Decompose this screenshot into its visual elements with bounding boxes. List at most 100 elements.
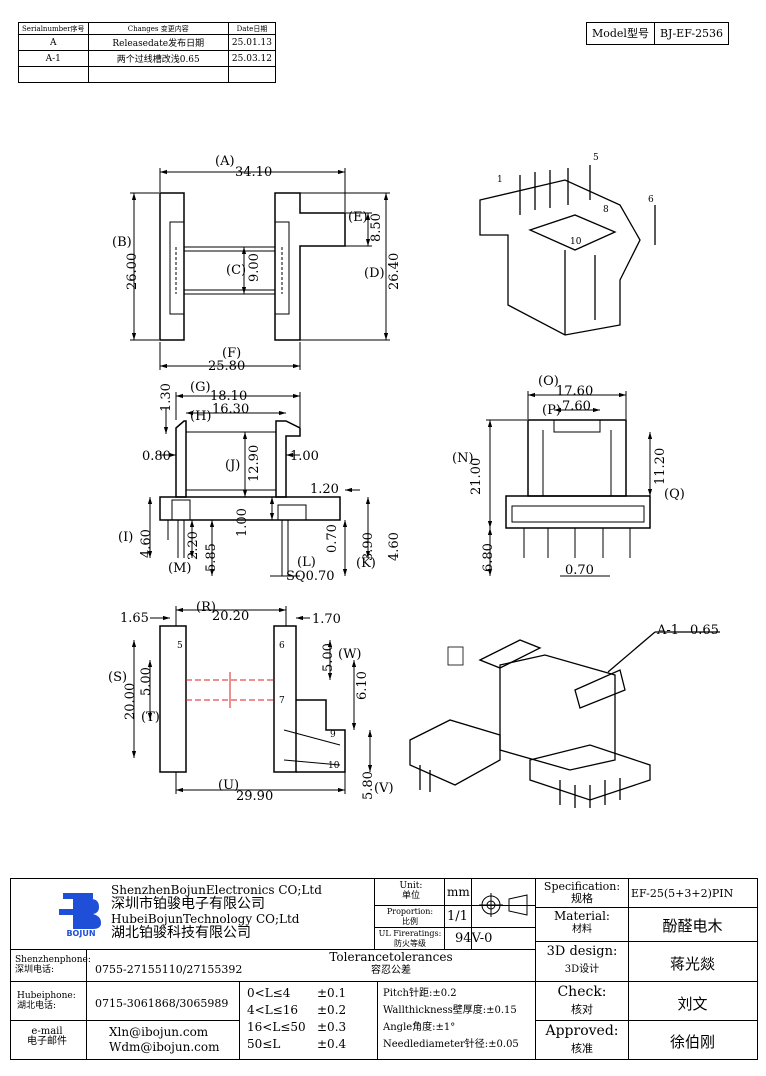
tol-angle: Angle角度:±1° xyxy=(383,1022,456,1033)
material-label: Material: 材料 xyxy=(537,909,627,937)
material-value: 酚醛电木 xyxy=(662,917,723,935)
pin-number: 9 xyxy=(330,730,336,740)
bottom-view xyxy=(131,606,373,794)
check-label-en: Check: xyxy=(557,984,607,1000)
dim-C-label: (C) xyxy=(226,263,246,278)
email-label-en: e-mail xyxy=(31,1026,63,1037)
pin-number: 5 xyxy=(177,641,183,651)
dim-L-value: SQ0.70 xyxy=(286,569,335,584)
unit-label: Unit: 单位 xyxy=(381,881,441,901)
spec-label-en: Specification: xyxy=(543,880,621,893)
side-view xyxy=(486,391,653,577)
dim-4-60b: 4.60 xyxy=(387,532,402,561)
email-1: Xln@ibojun.com xyxy=(109,1025,209,1039)
design-label: 3D design: 3D设计 xyxy=(537,943,627,979)
dim-T-value: 5.00 xyxy=(139,667,154,696)
dim-V-label: (V) xyxy=(374,781,394,796)
dim-O-value: 17.60 xyxy=(556,384,593,399)
sz-phone-value: 0755-27155110/27155392 xyxy=(95,963,243,976)
dim-H-value: 16.30 xyxy=(212,402,249,417)
pin-number: 5 xyxy=(593,153,599,163)
hb-phone-value: 0715-3061868/3065989 xyxy=(95,997,229,1010)
material-label-cn: 材料 xyxy=(572,924,592,935)
dim-K-label: (K) xyxy=(356,556,376,571)
spec-label: Specification: 规格 xyxy=(537,881,627,905)
hb-phone-label: Hubeiphone: 湖北电话: xyxy=(17,991,76,1011)
tolerance-notes: Pitch针距:±0.2 Wallthickness壁厚度:±0.15 Angl… xyxy=(383,985,519,1053)
unit-label-cn: 单位 xyxy=(401,891,420,901)
proportion-value: 1/1 xyxy=(447,909,468,924)
sz-phone-label: Shenzhenphone: 深圳电话: xyxy=(15,955,91,975)
dim-K-value: 3.90 xyxy=(361,532,376,561)
drawing-canvas: (A) 34.10 (B) 26.00 (C) 9.00 (D) 26.40 (… xyxy=(108,153,720,808)
dim-G-value: 18.10 xyxy=(210,389,247,404)
dim-C-value: 9.00 xyxy=(247,253,262,282)
dim-J-label: (J) xyxy=(225,458,240,473)
hb-phone-label-cn: 湖北电话: xyxy=(17,1001,57,1011)
dim-0-70: 0.70 xyxy=(325,524,340,553)
dim-P-value: 7.60 xyxy=(562,399,591,414)
tol-wall: Wallthickness壁厚度:±0.15 xyxy=(383,1005,517,1016)
pin-number: 6 xyxy=(279,641,285,651)
model-box: Model型号 BJ-EF-2536 xyxy=(586,22,730,45)
dim-V-value: 5.80 xyxy=(361,771,376,800)
check-value: 刘文 xyxy=(677,995,708,1013)
dim-1-65: 1.65 xyxy=(120,611,149,626)
email-2: Wdm@ibojun.com xyxy=(109,1040,220,1054)
ul-label: UL Fireratings: 防火等级 xyxy=(377,929,443,949)
dim-1-70: 1.70 xyxy=(312,612,341,627)
dim-1-30: 1.30 xyxy=(159,383,174,412)
dim-A-value: 34.10 xyxy=(235,165,272,180)
dim-R-label: (R) xyxy=(196,600,216,615)
ul-value: 94V-0 xyxy=(455,931,493,946)
dim-U-value: 29.90 xyxy=(236,789,273,804)
dim-A-label: (A) xyxy=(215,154,235,169)
model-value: BJ-EF-2536 xyxy=(653,23,728,44)
logo-text: BOJUN xyxy=(66,929,96,938)
tol-value: ±0.4 xyxy=(317,1037,347,1051)
dim-0-80: 0.80 xyxy=(142,449,171,464)
dim-N-value: 21.00 xyxy=(469,458,484,495)
dim-1-00b: 1.00 xyxy=(235,508,250,537)
tol-range: 16<L≤50 xyxy=(247,1020,306,1034)
tol-value: ±0.3 xyxy=(317,1020,347,1034)
company-logo: BOJUN xyxy=(59,891,103,941)
tolerance-header-en: Tolerancetolerances xyxy=(329,950,453,964)
dim-F-value: 25.80 xyxy=(208,359,245,374)
tol-value: ±0.2 xyxy=(317,1003,347,1017)
tol-pitch: Pitch针距:±0.2 xyxy=(383,988,457,999)
pin-number: 10 xyxy=(328,761,340,771)
hb-phone-label-en: Hubeiphone: xyxy=(17,991,76,1001)
material-label-en: Material: xyxy=(554,909,610,923)
dim-I-value: 4.60 xyxy=(139,529,154,558)
approved-label-en: Approved: xyxy=(545,1023,619,1039)
dim-11-20: 11.20 xyxy=(653,448,668,485)
company-cn-1: 深圳市铂骏电子有限公司 xyxy=(111,896,265,912)
pin-number: 8 xyxy=(603,205,609,215)
ul-label-cn: 防火等级 xyxy=(394,939,426,948)
spec-label-cn: 规格 xyxy=(571,892,593,905)
company-names: ShenzhenBojunElectronics CO;Ltd 深圳市铂骏电子有… xyxy=(111,883,322,941)
design-label-en: 3D design: xyxy=(546,944,618,959)
rev-change xyxy=(87,66,229,83)
email-label: e-mail 电子邮件 xyxy=(27,1027,67,1047)
dim-S-label: (S) xyxy=(108,670,127,685)
dim-I-label: (I) xyxy=(118,530,133,545)
dim-L-label: (L) xyxy=(297,555,316,570)
dim-G-label: (G) xyxy=(190,380,211,395)
tol-range: 50≤L xyxy=(247,1037,281,1051)
dim-M-label: (M) xyxy=(168,561,191,576)
dim-6-80: 6.80 xyxy=(481,543,496,572)
pin-number: 6 xyxy=(648,195,654,205)
dim-F-label: (F) xyxy=(222,346,241,361)
top-view xyxy=(130,168,390,370)
dim-S-value: 20.00 xyxy=(123,683,138,720)
sz-phone-label-en: Shenzhenphone: xyxy=(15,955,91,965)
design-label-cn: 3D设计 xyxy=(564,964,600,975)
dim-E-label: (E) xyxy=(348,210,368,225)
company-en-1: ShenzhenBojunElectronics CO;Ltd xyxy=(111,883,322,897)
dim-1-00: 1.00 xyxy=(290,449,319,464)
proportion-label: Proportion: 比例 xyxy=(377,907,443,927)
dim-W-value: 5.00 xyxy=(321,643,336,672)
tolerance-ranges: 0<L≤4 4<L≤16 16<L≤50 50≤L xyxy=(247,985,306,1053)
